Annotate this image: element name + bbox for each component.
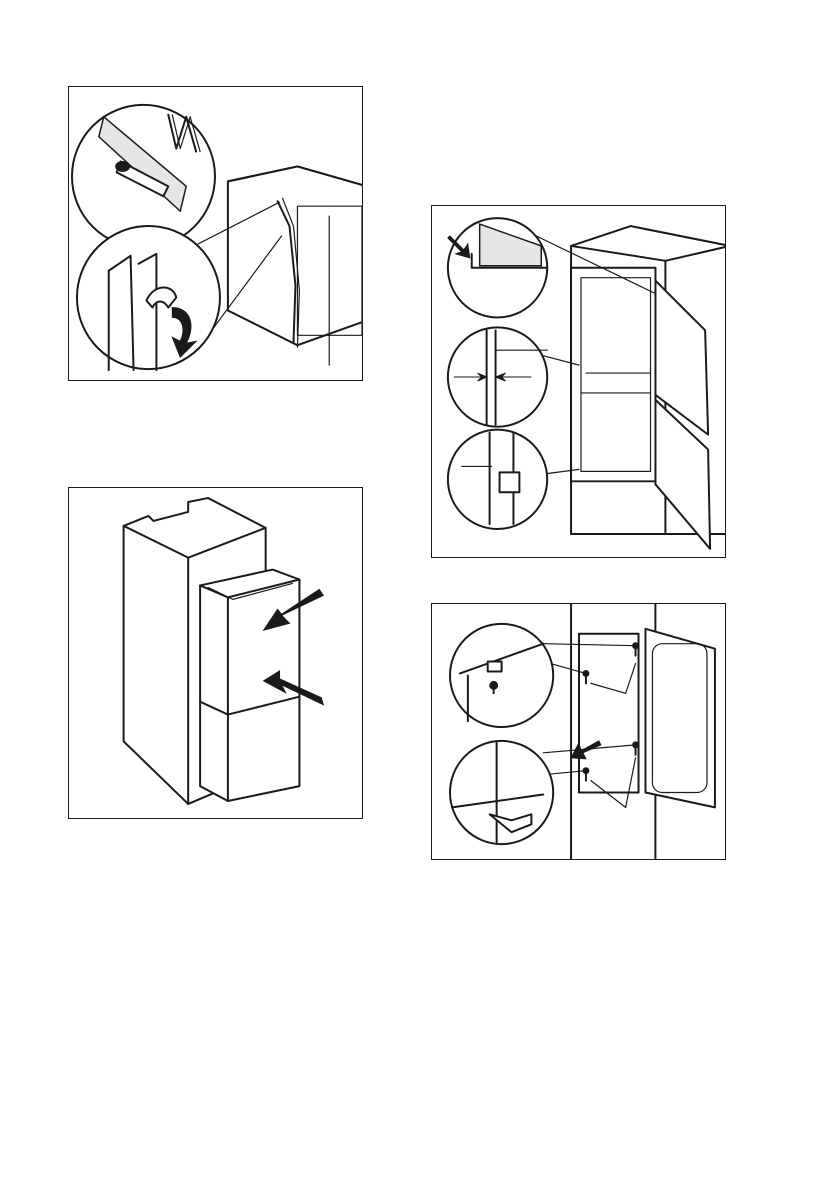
- figure-push-appliance: [68, 487, 363, 819]
- align-door-illustration: [432, 206, 725, 557]
- figure-trim-seal-strip: [68, 86, 363, 381]
- open-door: [645, 629, 714, 808]
- detail-circle-bottom: [448, 430, 547, 529]
- trim-seal-strip-illustration: [69, 87, 362, 380]
- hinge-block: [500, 472, 520, 492]
- push-appliance-illustration: [69, 488, 362, 818]
- figure-fix-screws: [431, 603, 726, 860]
- detail-circle-bottom: [450, 741, 553, 844]
- bracket-tab: [488, 662, 502, 672]
- figure-align-door: [431, 205, 726, 558]
- detail-circle-top: [450, 624, 553, 727]
- appliance-frame: [571, 268, 655, 482]
- fix-screws-illustration: [432, 604, 725, 859]
